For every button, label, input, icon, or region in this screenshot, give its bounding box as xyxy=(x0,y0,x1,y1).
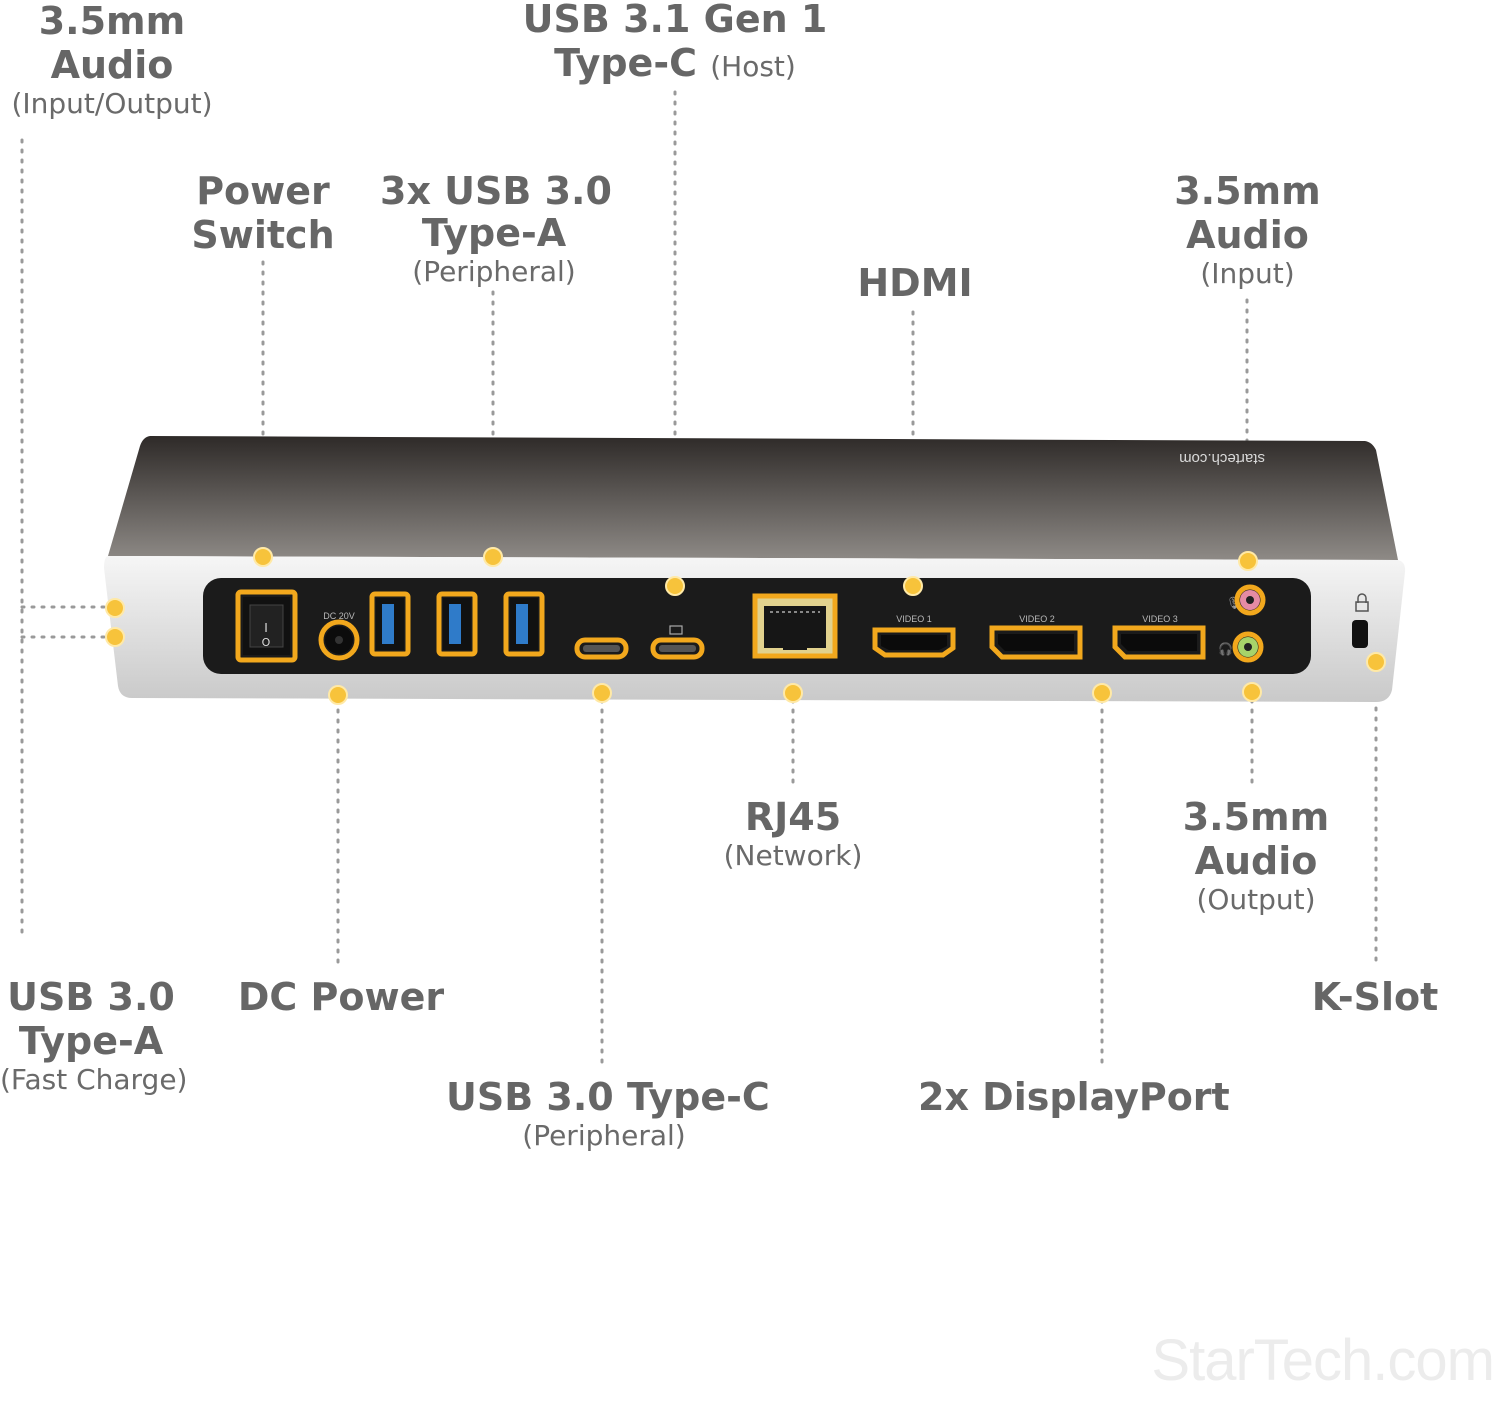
label-kslot-title: K-Slot xyxy=(1311,975,1439,1019)
usb-c-peripheral-port[interactable] xyxy=(574,637,629,660)
dot-power-switch xyxy=(253,547,273,567)
label-audio-out-title2: Audio xyxy=(1194,839,1318,883)
label-audio-io-title2: Audio xyxy=(50,43,174,87)
label-audio-io-sub: (Input/Output) xyxy=(11,87,213,120)
dot-audio-out xyxy=(1242,682,1262,702)
label-audio-input: 3.5mm Audio (Input) xyxy=(1165,172,1330,288)
label-usb-c-host: USB 3.1 Gen 1 Type-C (Host) xyxy=(520,0,830,82)
label-power-switch-title2: Switch xyxy=(191,213,335,257)
label-usb-c-peripheral: USB 3.0 Type-C (Peripheral) xyxy=(446,1075,770,1152)
label-hdmi: HDMI xyxy=(840,264,990,302)
label-usb-a-sub: (Peripheral) xyxy=(412,255,576,288)
dot-kslot xyxy=(1366,652,1386,672)
label-usb-c-host-sub: (Host) xyxy=(710,50,796,83)
label-dc-power-title: DC Power xyxy=(237,975,445,1019)
dot-displayport xyxy=(1092,683,1112,703)
label-usb-a-fast-title1: USB 3.0 xyxy=(7,975,175,1019)
usb-a-port-1[interactable] xyxy=(369,591,411,657)
svg-text:O: O xyxy=(262,636,271,649)
startech-watermark: StarTech.com xyxy=(1151,1328,1495,1393)
label-usb-a-fast-title2: Type-A xyxy=(18,1019,164,1063)
dc-tag: DC 20V xyxy=(323,611,355,621)
label-audio-out-sub: (Output) xyxy=(1196,883,1316,916)
leader-lines xyxy=(20,90,1378,1067)
dot-usb-c-periph xyxy=(592,683,612,703)
usb-c-host-port[interactable] xyxy=(650,625,705,660)
headphones-icon: 🎧 xyxy=(1218,642,1233,656)
dot-hdmi xyxy=(903,576,923,596)
dot-rj45 xyxy=(783,683,803,703)
dot-usb-a xyxy=(483,547,503,567)
label-displayport: 2x DisplayPort xyxy=(918,1075,1230,1119)
rj45-port[interactable] xyxy=(752,593,838,659)
label-power-switch: Power Switch xyxy=(182,172,344,254)
power-switch[interactable]: I O xyxy=(235,589,298,663)
label-usb-a-peripheral: 3x USB 3.0 Type-A (Peripheral) xyxy=(380,169,612,288)
video-tag-2: VIDEO 2 xyxy=(1019,614,1055,624)
usb-a-port-2[interactable] xyxy=(436,591,478,657)
label-audio-output: 3.5mm Audio (Output) xyxy=(1172,798,1340,914)
label-audio-out-title1: 3.5mm xyxy=(1182,795,1330,839)
laptop-icon xyxy=(669,625,683,635)
label-usb-a-fast-sub: (Fast Charge) xyxy=(0,1063,188,1096)
dot-dc-power xyxy=(328,685,348,705)
label-rj45: RJ45 (Network) xyxy=(708,798,878,870)
dock-body: startech.com I O DC 20V xyxy=(104,436,1406,702)
dock-top-surface xyxy=(108,436,1398,560)
label-audio-io-title1: 3.5mm xyxy=(38,0,186,43)
label-rj45-sub: (Network) xyxy=(723,839,863,872)
video-tag-1: VIDEO 1 xyxy=(896,614,932,624)
brand-logo-top: startech.com xyxy=(1179,450,1265,467)
label-audio-in-sub: (Input) xyxy=(1200,257,1295,290)
dc-power-jack[interactable]: DC 20V xyxy=(318,611,360,661)
hdmi-port[interactable]: VIDEO 1 xyxy=(872,614,956,658)
displayport-2[interactable]: VIDEO 3 xyxy=(1112,614,1206,660)
label-usb-a-title2: Type-A xyxy=(421,211,567,255)
label-power-switch-title1: Power xyxy=(196,169,330,213)
dot-audio-io xyxy=(105,598,125,618)
audio-output-jack[interactable]: 🎧 xyxy=(1218,631,1264,663)
label-usb-a-title1: 3x USB 3.0 xyxy=(380,169,612,213)
label-usb-c-periph-title: USB 3.0 Type-C xyxy=(446,1075,770,1119)
video-tag-3: VIDEO 3 xyxy=(1142,614,1178,624)
label-dc-power: DC Power xyxy=(236,978,446,1016)
lock-icon xyxy=(1357,593,1367,603)
label-hdmi-title: HDMI xyxy=(857,261,973,305)
label-usb-c-host-title2: Type-C xyxy=(554,41,697,85)
label-usb-a-fast-charge: USB 3.0 Type-A (Fast Charge) xyxy=(0,975,188,1096)
label-rj45-title: RJ45 xyxy=(744,795,842,839)
audio-input-jack[interactable]: 🎙 xyxy=(1226,584,1266,616)
label-usb-c-host-line2: Type-C (Host) xyxy=(520,44,830,82)
dot-usb-a-fast xyxy=(105,627,125,647)
callout-dots xyxy=(105,547,1386,705)
label-displayport-title: 2x DisplayPort xyxy=(918,1075,1230,1119)
usb-a-port-3[interactable] xyxy=(503,591,545,657)
label-audio-input-output: 3.5mm Audio (Input/Output) xyxy=(0,2,224,118)
dot-audio-in xyxy=(1238,551,1258,571)
label-audio-in-title1: 3.5mm xyxy=(1174,169,1321,213)
displayport-1[interactable]: VIDEO 2 xyxy=(989,614,1083,660)
label-audio-in-title2: Audio xyxy=(1186,213,1309,257)
k-slot[interactable] xyxy=(1352,593,1369,648)
label-usb-c-host-title1: USB 3.1 Gen 1 xyxy=(522,0,828,41)
label-kslot: K-Slot xyxy=(1300,978,1450,1016)
label-usb-c-periph-sub: (Peripheral) xyxy=(522,1119,686,1152)
svg-text:I: I xyxy=(264,621,268,635)
dot-usb-c-host xyxy=(665,576,685,596)
